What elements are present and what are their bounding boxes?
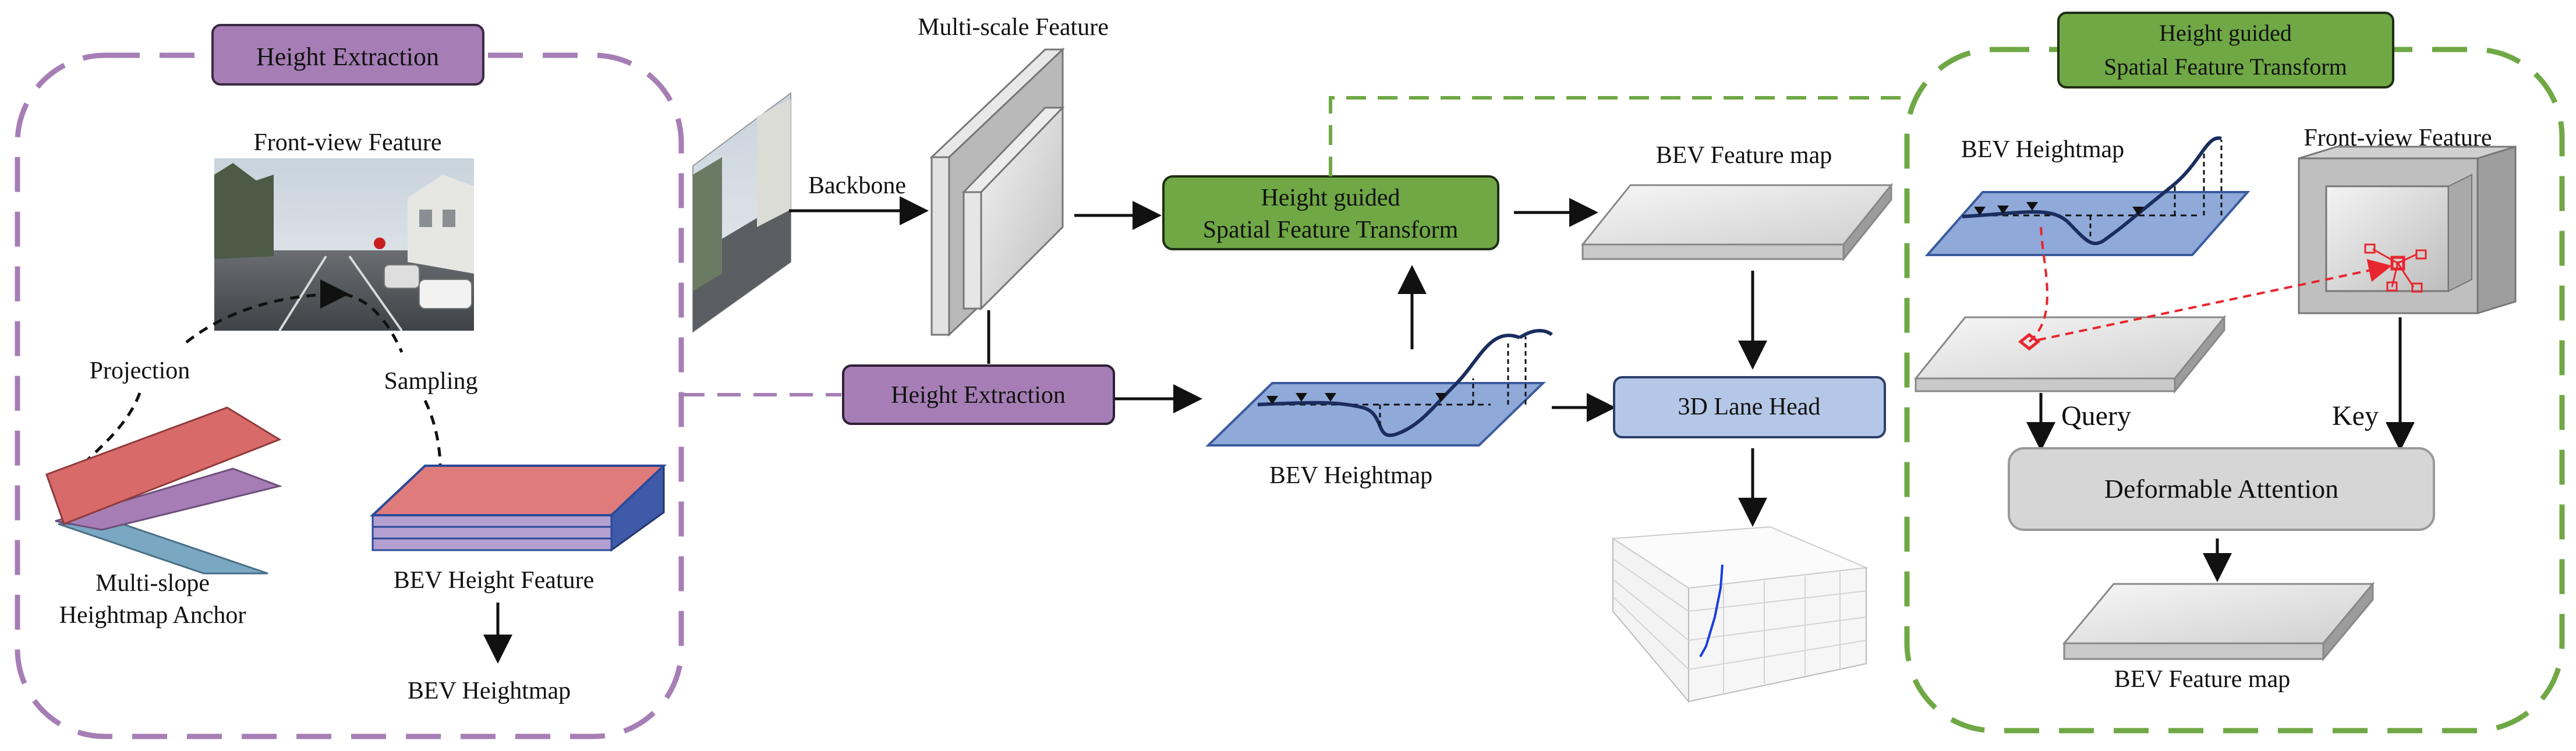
query-to-feature-dashed: [2037, 259, 2392, 341]
bev-height-feature-slab: [369, 465, 667, 552]
key-label: Key: [2332, 401, 2379, 431]
middle-bev-heightmap-plane: [1205, 329, 1554, 447]
deformable-attention-label: Deformable Attention: [2104, 474, 2338, 504]
input-image: [692, 92, 791, 333]
query-to-heightmap-dashed: [2028, 222, 2048, 343]
bev-height-feature-label: BEV Height Feature: [394, 567, 595, 594]
anchor-label-line2: Heightmap Anchor: [59, 602, 246, 629]
right-panel-title-line2: Spatial Feature Transform: [2104, 54, 2347, 80]
right-panel-connector: [1329, 96, 1910, 176]
front-view-image: [214, 158, 474, 332]
left-panel-title-box: [211, 24, 484, 86]
multiscale-feature-label: Multi-scale Feature: [918, 14, 1109, 41]
anchor-label-line1: Multi-slope: [95, 570, 210, 597]
left-panel-title: Height Extraction: [256, 42, 439, 71]
deformable-sampling-points: [2364, 243, 2427, 293]
right-panel-hgsft: Height guided Spatial Feature Transform …: [1904, 12, 2565, 734]
projection-dashed-arrow: [185, 279, 349, 343]
right-bev-feature-map-label: BEV Feature map: [2114, 666, 2291, 693]
multiscale-feature-blocks: [929, 47, 1065, 337]
query-label: Query: [2061, 401, 2131, 431]
height-extraction-label: Height Extraction: [891, 382, 1066, 409]
right-bev-heightmap-plane: [1924, 136, 2251, 256]
deformable-attention-box: [2008, 447, 2435, 531]
right-query-plate: [1913, 314, 2227, 394]
height-extraction-box: [842, 364, 1115, 425]
left-bev-heightmap-label: BEV Heightmap: [408, 678, 571, 704]
front-view-feature-label: Front-view Feature: [253, 129, 441, 156]
right-front-view-cube: [2298, 145, 2517, 315]
middle-bev-feature-map-plate: [1580, 182, 1894, 262]
right-panel-title-box: [2057, 12, 2394, 88]
left-panel-height-extraction: Height Extraction Front-view Feature Pro…: [15, 24, 684, 739]
middle-bev-feature-map-label: BEV Feature map: [1656, 142, 1832, 169]
right-panel-title-line1: Height guided: [2159, 20, 2292, 46]
left-panel-border: [15, 52, 684, 739]
middle-bev-heightmap-label: BEV Heightmap: [1269, 462, 1432, 489]
right-output-bev-plate: [2062, 581, 2375, 662]
hgsft-label-line1: Height guided: [1261, 185, 1400, 211]
right-bev-heightmap-label: BEV Heightmap: [1961, 136, 2124, 163]
lane-head-label: 3D Lane Head: [1678, 394, 1821, 420]
sampling-label: Sampling: [384, 368, 477, 395]
hgsft-label-line2: Spatial Feature Transform: [1203, 217, 1459, 243]
lane-3d-output-plot: [1611, 526, 1869, 703]
backbone-label: Backbone: [808, 172, 906, 199]
multi-slope-anchor-planes: [45, 406, 283, 575]
projection-label: Projection: [90, 357, 190, 384]
lane-head-box: [1613, 376, 1886, 438]
